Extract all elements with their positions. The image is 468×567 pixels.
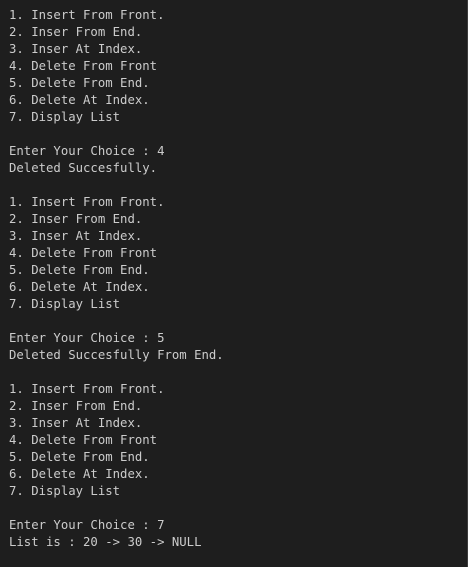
menu-option-delete-index: 6. Delete At Index. xyxy=(9,467,150,481)
menu-option-delete-end: 5. Delete From End. xyxy=(9,450,150,464)
blank-line xyxy=(9,500,467,517)
blank-line xyxy=(9,126,467,143)
menu-option-delete-index: 6. Delete At Index. xyxy=(9,93,150,107)
menu-option-delete-front: 4. Delete From Front xyxy=(9,433,158,447)
menu-option-delete-index: 6. Delete At Index. xyxy=(9,280,150,294)
menu-option-delete-end: 5. Delete From End. xyxy=(9,76,150,90)
list-output: List is : 20 -> 30 -> NULL xyxy=(9,535,202,549)
menu-option-delete-end: 5. Delete From End. xyxy=(9,263,150,277)
menu-option-insert-index: 3. Inser At Index. xyxy=(9,42,143,56)
choice-prompt: Enter Your Choice : 5 xyxy=(9,331,165,345)
blank-line xyxy=(9,364,467,381)
result-message: Deleted Succesfully. xyxy=(9,161,158,175)
menu-option-display-list: 7. Display List xyxy=(9,484,121,498)
choice-prompt: Enter Your Choice : 7 xyxy=(9,518,165,532)
menu-option-insert-index: 3. Inser At Index. xyxy=(9,416,143,430)
blank-line xyxy=(9,177,467,194)
result-message: Deleted Succesfully From End. xyxy=(9,348,224,362)
menu-option-delete-front: 4. Delete From Front xyxy=(9,59,158,73)
menu-option-insert-end: 2. Inser From End. xyxy=(9,212,143,226)
blank-line xyxy=(9,313,467,330)
menu-option-insert-end: 2. Inser From End. xyxy=(9,25,143,39)
menu-option-insert-end: 2. Inser From End. xyxy=(9,399,143,413)
menu-option-delete-front: 4. Delete From Front xyxy=(9,246,158,260)
menu-option-insert-index: 3. Inser At Index. xyxy=(9,229,143,243)
menu-option-insert-front: 1. Insert From Front. xyxy=(9,8,165,22)
menu-option-display-list: 7. Display List xyxy=(9,110,121,124)
menu-option-display-list: 7. Display List xyxy=(9,297,121,311)
menu-option-insert-front: 1. Insert From Front. xyxy=(9,382,165,396)
menu-option-insert-front: 1. Insert From Front. xyxy=(9,195,165,209)
choice-prompt: Enter Your Choice : 4 xyxy=(9,144,165,158)
